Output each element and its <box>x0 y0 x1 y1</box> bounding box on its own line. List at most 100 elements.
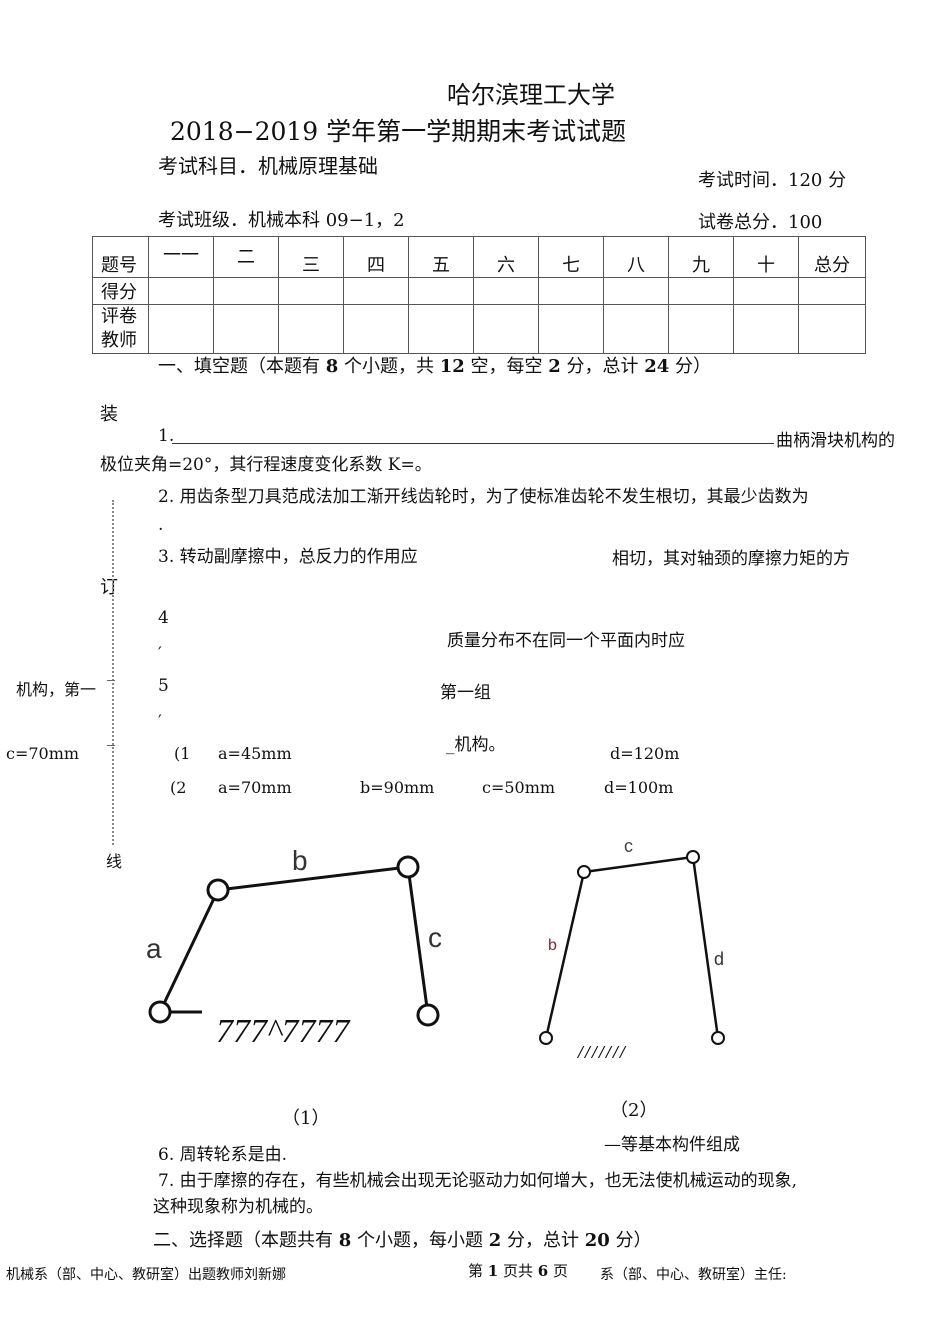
score-cell[interactable] <box>668 277 734 305</box>
joint-circle <box>686 850 700 864</box>
link-c <box>406 866 430 1016</box>
footer-page-pre: 第 <box>468 1262 488 1280</box>
footer-page-post: 页 <box>548 1262 568 1280</box>
column-header: 二 <box>213 236 279 278</box>
section2-heading-mid2: 分，总计 <box>501 1230 585 1251</box>
section1-heading: 一、填空题（本题有 8 个小题，共 12 空，每空 2 分，总计 24 分） <box>158 352 711 378</box>
group1-label: (1 <box>174 744 191 763</box>
section1-heading-pre: 一、填空题（本题有 <box>158 356 326 377</box>
grader-cell[interactable] <box>278 304 344 354</box>
group2-b: b=90mm <box>360 778 435 797</box>
q4-text: 质量分布不在同一个平面内时应 <box>447 631 685 651</box>
score-cell[interactable] <box>213 277 279 305</box>
joint-circle <box>396 855 420 879</box>
score-table: 题号 一一 二 三 四 五 六 七 八 九 十 总分 得分 评卷 教师 <box>92 236 866 354</box>
footer-pages: 6 <box>537 1262 549 1280</box>
section1-total: 24 <box>644 356 670 377</box>
score-cell[interactable] <box>278 277 344 305</box>
q2-tail: . <box>158 515 164 535</box>
column-header: 五 <box>408 236 474 278</box>
section2-heading: 二、选择题（本题共有 8 个小题，每小题 2 分，总计 20 分） <box>153 1226 652 1252</box>
joint-circle <box>577 865 591 879</box>
score-cell[interactable] <box>603 277 669 305</box>
group2-d: d=100m <box>604 778 674 797</box>
column-header: 八 <box>603 236 669 278</box>
column-header: 九 <box>668 236 734 278</box>
score-cell[interactable] <box>473 277 539 305</box>
margin-zhuang: 装 <box>100 404 118 425</box>
q1-tail: 曲柄滑块机构的 <box>776 431 895 451</box>
exam-title: 2018−2019 学年第一学期期末考试试题 <box>170 117 627 146</box>
binding-tick <box>107 745 115 746</box>
q7-line2: 这种现象称为机械的。 <box>153 1197 323 1217</box>
group1-a: a=45mm <box>218 744 292 763</box>
row-label-grader: 评卷 教师 <box>92 304 149 354</box>
grader-cell[interactable] <box>343 304 409 354</box>
joint-circle <box>148 1000 172 1024</box>
group2-label: (2 <box>170 778 187 797</box>
column-header: 七 <box>538 236 604 278</box>
footer-page-number: 第 1 页共 6 页 <box>468 1260 568 1281</box>
q3-text-start: 3. 转动副摩擦中，总反力的作用应 <box>158 547 418 567</box>
section2-heading-mid1: 个小题，每小题 <box>351 1230 489 1251</box>
q5-left-c-value: c=70mm <box>6 744 80 763</box>
group2-a: a=70mm <box>218 778 292 797</box>
section1-count: 8 <box>325 356 339 377</box>
fig1-label-b: b <box>292 845 308 876</box>
fig2-label-b: b <box>548 937 557 954</box>
section2-heading-post: 分） <box>609 1230 652 1251</box>
score-cell[interactable] <box>798 277 866 305</box>
section2-points: 2 <box>488 1230 502 1251</box>
q1-answer-blank[interactable] <box>172 443 774 444</box>
grader-cell[interactable] <box>213 304 279 354</box>
q5-left-fragment: 机构，第一 <box>16 680 97 699</box>
grader-cell[interactable] <box>408 304 474 354</box>
q5-fragment: ′ <box>158 712 162 732</box>
section1-heading-mid1: 个小题，共 <box>338 356 440 377</box>
score-cell[interactable] <box>408 277 474 305</box>
grader-cell[interactable] <box>148 304 214 354</box>
q3-text-end: 相切，其对轴颈的摩擦力矩的方 <box>612 549 850 569</box>
section1-heading-mid2: 空，每空 <box>464 356 549 377</box>
joint-circle <box>416 1003 440 1027</box>
score-row: 得分 <box>92 277 866 305</box>
joint-circle <box>711 1031 725 1045</box>
exam-subject: 考试科目．机械原理基础 <box>158 154 378 178</box>
footer-page: 1 <box>487 1262 499 1280</box>
q4-fragment: ′ <box>158 644 162 664</box>
footer-left: 机械系（部、中心、教研室）出题教师刘新娜 <box>6 1267 286 1283</box>
section1-heading-mid3: 分，总计 <box>560 356 645 377</box>
score-cell[interactable] <box>733 277 799 305</box>
grader-cell[interactable] <box>603 304 669 354</box>
figure2-four-bar-linkage: b c d /////// <box>539 836 725 1062</box>
link-d <box>691 856 720 1039</box>
group1-d: d=120m <box>610 744 680 763</box>
score-cell[interactable] <box>343 277 409 305</box>
column-header: 六 <box>473 236 539 278</box>
grader-cell[interactable] <box>668 304 734 354</box>
joint-circle <box>206 878 230 902</box>
section2-total: 20 <box>584 1230 610 1251</box>
section2-heading-pre: 二、选择题（本题共有 <box>153 1230 339 1251</box>
grader-cell[interactable] <box>473 304 539 354</box>
grader-label-line1: 评卷 <box>101 306 137 327</box>
grader-cell[interactable] <box>538 304 604 354</box>
grader-row: 评卷 教师 <box>92 304 866 354</box>
q7-line1: 7. 由于摩擦的存在，有些机械会出现无论驱动力如何增大，也无法使机械运动的现象, <box>158 1171 798 1191</box>
q5-number: 5 <box>158 676 169 696</box>
q5-group-label: 第一组 <box>440 683 491 703</box>
column-header: 十 <box>733 236 799 278</box>
column-header: 四 <box>343 236 409 278</box>
university-name: 哈尔滨理工大学 <box>447 81 615 109</box>
q2-text: 2. 用齿条型刀具范成法加工渐开线齿轮时，为了使标准齿轮不发生根切，其最少齿数为 <box>158 487 809 507</box>
group2-c: c=50mm <box>482 778 556 797</box>
section1-heading-post: 分） <box>669 356 712 377</box>
grader-cell[interactable] <box>798 304 866 354</box>
q4-number: 4 <box>158 608 169 628</box>
q1-number: 1. <box>158 426 175 446</box>
score-cell[interactable] <box>538 277 604 305</box>
fig2-ground-hatch: /////// <box>576 1042 627 1062</box>
row-label-score: 得分 <box>92 277 149 305</box>
grader-cell[interactable] <box>733 304 799 354</box>
score-cell[interactable] <box>148 277 214 305</box>
